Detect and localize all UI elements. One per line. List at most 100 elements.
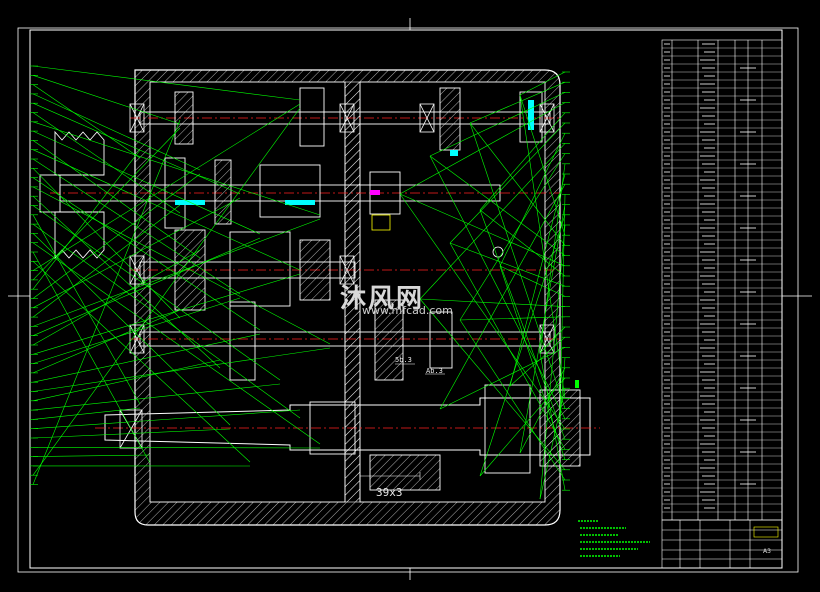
shafts: [50, 111, 600, 456]
leader-line: [32, 273, 301, 355]
leader-lines-left: [30, 65, 331, 485]
gear: [374, 299, 404, 381]
shaft-4: [130, 331, 560, 347]
gear-annotation: Ab.3: [426, 367, 443, 375]
leader-line: [32, 112, 181, 214]
gear-annotation: 39x3: [376, 486, 403, 499]
watermark-logo-icon: 沐风网: [340, 278, 424, 315]
leader-line: [449, 242, 566, 450]
leader-line: [32, 130, 261, 235]
leader-line: [32, 242, 321, 445]
leader-line: [32, 121, 321, 216]
leader-line: [32, 407, 141, 420]
gear: [369, 454, 441, 491]
leader-line: [399, 193, 566, 267]
leader-line: [32, 205, 281, 381]
leader-line: [479, 112, 566, 211]
leader-lines-right: [399, 71, 570, 500]
leader-line: [519, 367, 566, 454]
title-block: [661, 519, 783, 569]
leader-line: [499, 265, 566, 460]
leader-line: [429, 155, 566, 419]
leader-line: [539, 352, 566, 491]
spindle: [95, 397, 600, 456]
watermark-url: www.mfcad.com: [362, 304, 453, 317]
leader-line: [399, 193, 566, 430]
leader-line: [32, 102, 241, 195]
leader-line: [459, 319, 566, 481]
leader-line: [539, 388, 566, 500]
gear: [299, 87, 325, 147]
leader-line: [32, 103, 301, 271]
leader-line: [479, 209, 566, 440]
shaft-1: [130, 111, 560, 125]
leader-line: [32, 333, 261, 383]
leader-line: [469, 122, 566, 409]
leader-line: [32, 84, 141, 159]
gear: [519, 91, 543, 143]
leader-line: [32, 158, 241, 295]
leader-line: [399, 102, 566, 195]
leader-line: [32, 75, 181, 125]
leader-line: [32, 261, 251, 463]
leader-line: [32, 218, 321, 327]
leader-line: [32, 149, 141, 290]
leader-line: [32, 197, 241, 309]
gear: [229, 301, 256, 381]
leader-line: [449, 242, 566, 287]
leader-line: [479, 377, 566, 477]
leader-line: [519, 204, 566, 454]
technical-notes: [578, 520, 650, 557]
leader-line: [32, 149, 301, 271]
leader-line: [539, 163, 566, 354]
leader-line: [32, 249, 201, 346]
leader-line: [32, 454, 151, 457]
leader-line: [32, 428, 231, 439]
leader-line: [32, 251, 151, 464]
leader-line: [32, 409, 301, 429]
leader-line: [32, 383, 281, 411]
leader-line: [32, 214, 141, 405]
leader-line: [469, 81, 566, 124]
gears: [164, 87, 581, 491]
leader-line: [32, 446, 321, 449]
leader-line: [32, 93, 201, 171]
sheet-id: A3: [763, 548, 771, 555]
leader-line: [419, 298, 566, 470]
gear: [439, 87, 461, 151]
gear: [174, 91, 194, 145]
leader-line: [32, 127, 181, 281]
leader-line: [32, 177, 261, 331]
leader-line: [479, 214, 566, 477]
gear: [164, 157, 186, 229]
dimension-marks: [359, 363, 445, 480]
parts-list-table: [661, 39, 783, 521]
gear: [259, 164, 321, 218]
leader-line: [32, 233, 231, 426]
leader-line: [479, 209, 566, 277]
leader-line: [439, 347, 566, 410]
gear: [229, 231, 291, 307]
leader-line: [32, 204, 181, 318]
leader-line: [519, 94, 566, 399]
leader-line: [429, 92, 566, 157]
leader-line: [539, 326, 566, 354]
leader-line: [459, 316, 566, 321]
leader-line: [32, 140, 201, 259]
leader-line: [419, 143, 566, 300]
leader-line: [519, 71, 566, 96]
gear-annotation: 5b.3: [395, 356, 412, 364]
leader-line: [32, 359, 221, 402]
leader-line: [519, 94, 566, 236]
leader-line: [449, 122, 566, 244]
leader-line: [509, 336, 566, 387]
leader-line: [32, 119, 181, 485]
gear: [539, 389, 581, 467]
shaft-3: [130, 261, 560, 279]
leader-line: [499, 265, 566, 297]
gear: [309, 401, 356, 455]
leader-line: [509, 173, 566, 387]
leader-line: [32, 168, 181, 319]
leader-line: [32, 297, 241, 364]
